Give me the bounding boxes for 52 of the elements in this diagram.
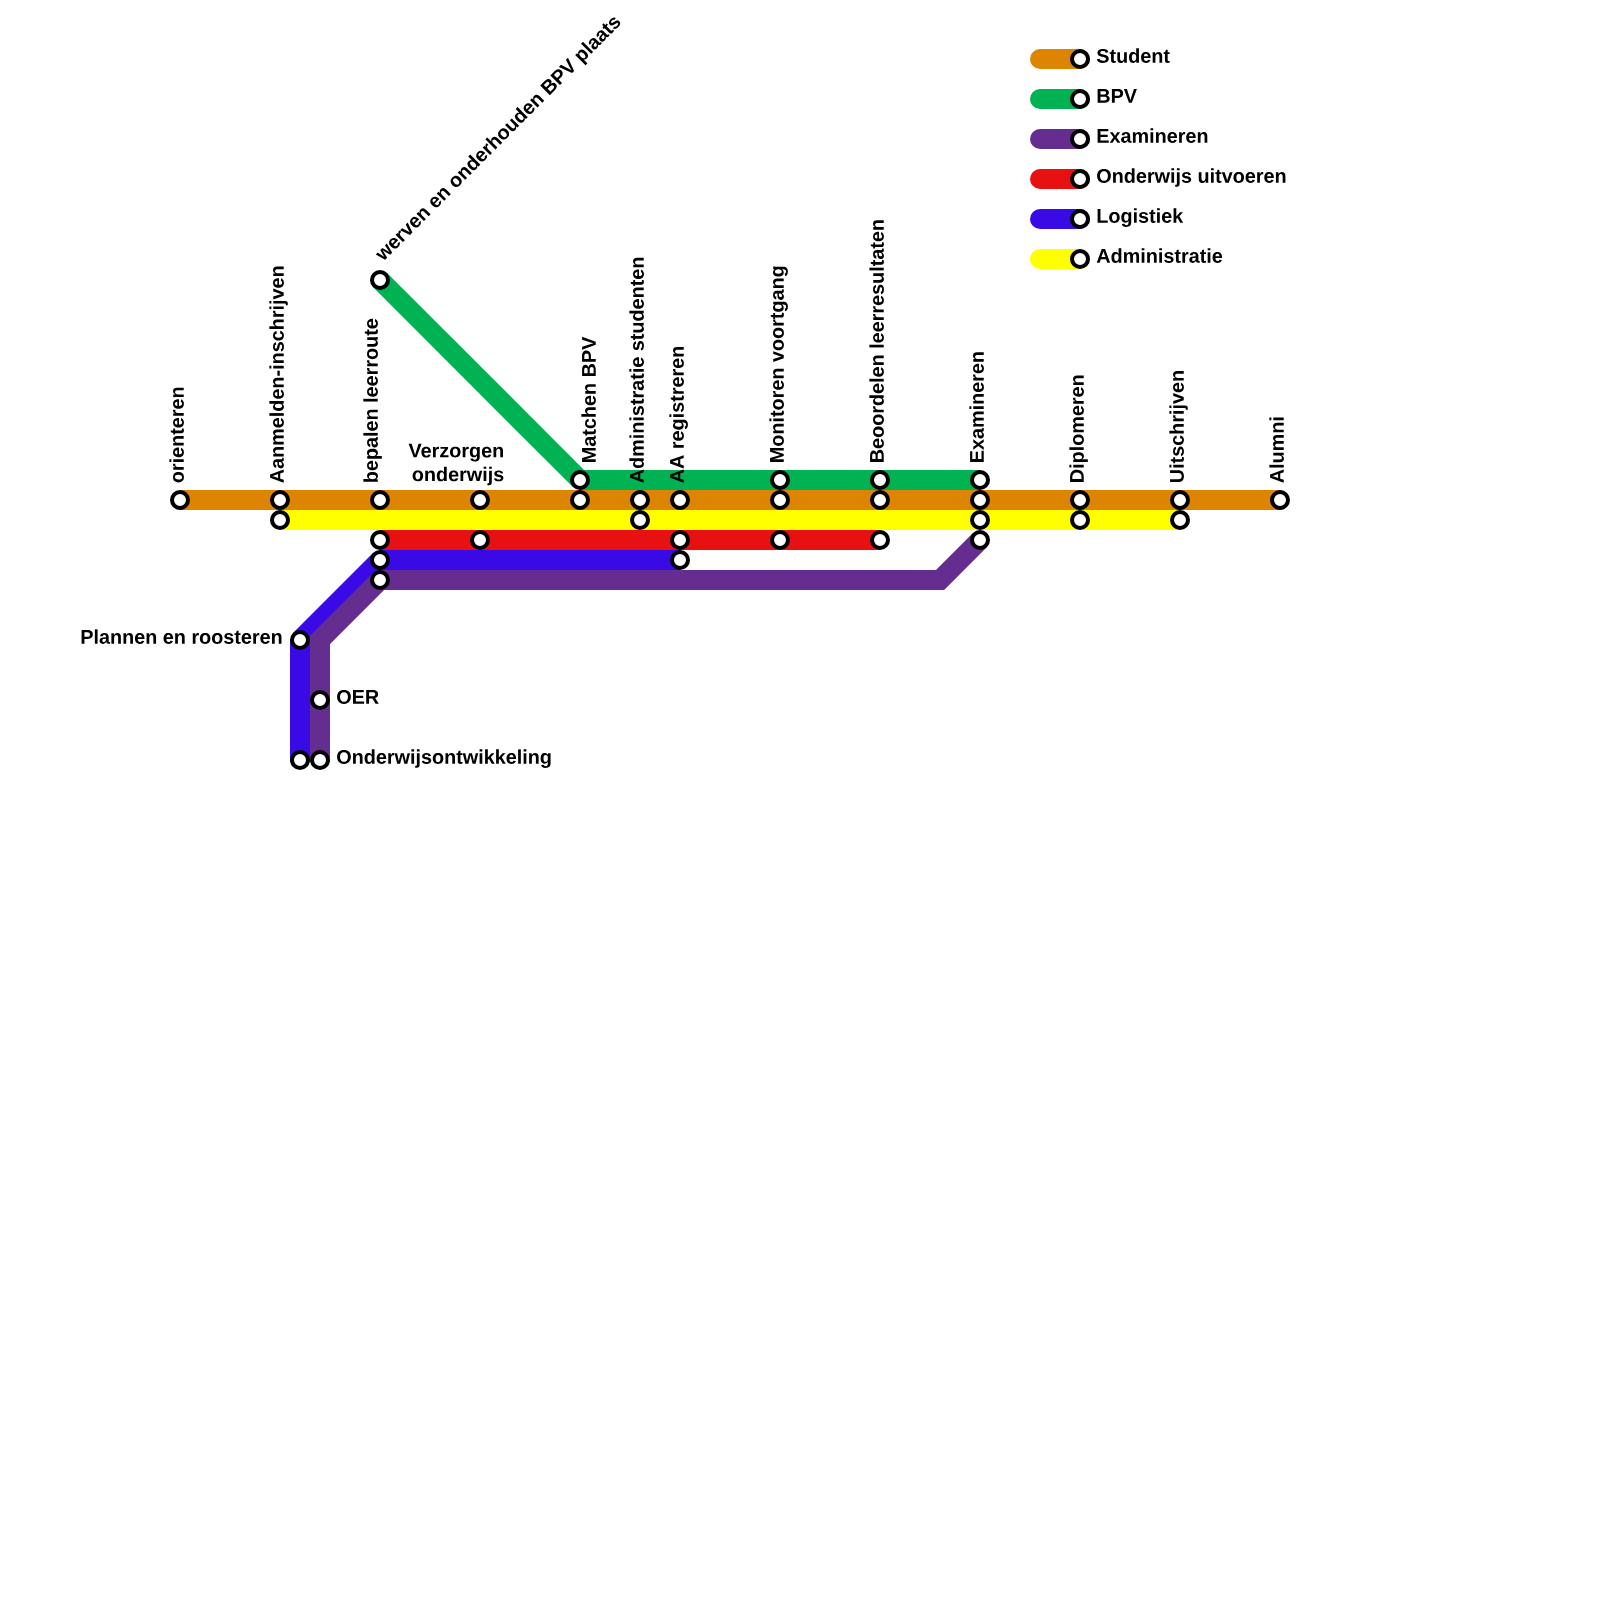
route-line <box>280 510 640 530</box>
route-line <box>780 490 880 510</box>
station-name: Beoordelen leerresultaten <box>869 220 884 462</box>
station-name: orienteren <box>169 387 184 483</box>
route-line <box>880 470 980 490</box>
route-line <box>640 490 680 510</box>
route-line <box>1080 490 1180 510</box>
route-line <box>980 490 1080 510</box>
station-name: AA registreren <box>669 346 688 483</box>
legend-label: Logistiek <box>1097 208 1184 227</box>
station-name: Plannen en roosteren <box>81 629 282 644</box>
legend-label: Student <box>1096 48 1170 63</box>
route-line <box>310 700 330 760</box>
station-name: Monitoren voortgang <box>769 266 788 462</box>
station-name: bepalen leerroute <box>363 318 382 482</box>
route-line <box>580 490 640 510</box>
station-marker <box>770 530 790 550</box>
route-line <box>680 530 780 550</box>
route-line <box>780 470 880 490</box>
route-line <box>280 490 380 510</box>
route-line <box>1180 490 1280 510</box>
legend-label: Examineren <box>1097 128 1208 143</box>
legend-label: Onderwijs uitvoeren <box>1097 168 1286 187</box>
route-line <box>980 510 1080 530</box>
route-line <box>180 490 280 510</box>
station-marker <box>470 530 490 550</box>
station-name: Onderwijsontwikkeling <box>337 749 551 768</box>
station-name: Uitschrijven <box>1169 371 1188 483</box>
route-line <box>680 490 780 510</box>
station-name: Alumni <box>1269 417 1284 483</box>
route-line <box>380 490 480 510</box>
station-marker <box>870 530 890 550</box>
station-name: Diplomeren <box>1069 375 1088 482</box>
station-name: Administratie studenten <box>629 257 644 483</box>
route-line <box>480 530 680 550</box>
route-line <box>380 532 988 590</box>
station-name: Matchen BPV <box>581 336 596 462</box>
route-line <box>780 530 880 550</box>
route-line <box>1080 510 1180 530</box>
station-name: Aanmelden-inschrijven <box>269 266 288 483</box>
station-name: OER <box>337 689 379 704</box>
route-line <box>640 510 980 530</box>
route-line <box>480 490 580 510</box>
route-line <box>380 530 480 550</box>
route-line <box>580 470 780 490</box>
station-name: Examineren <box>969 352 984 462</box>
route-line <box>880 490 980 510</box>
legend-label: Administratie <box>1096 248 1223 263</box>
legend-label: BPV <box>1097 89 1137 103</box>
station-name: Verzorgen onderwijs <box>408 443 504 486</box>
route-line <box>290 640 310 760</box>
route-line <box>380 550 680 570</box>
